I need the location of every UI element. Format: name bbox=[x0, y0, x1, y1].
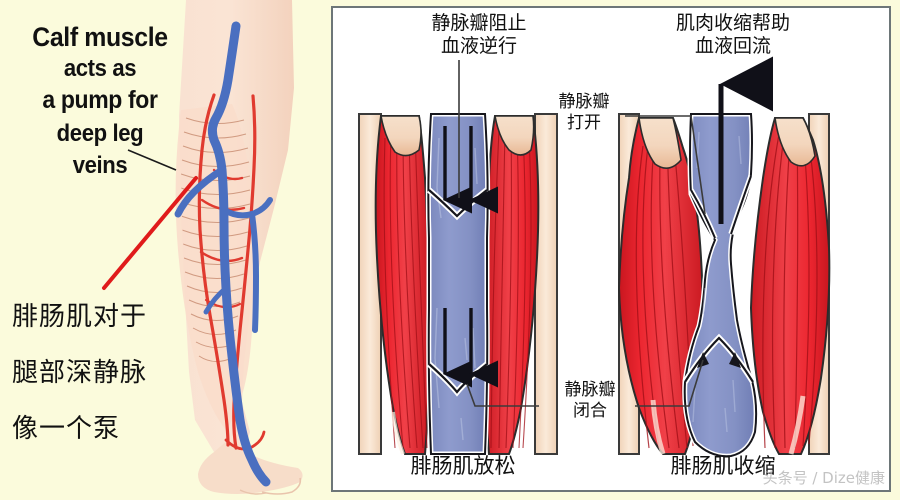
left-illustration-panel: Calf muscle acts as a pump for deep leg … bbox=[0, 0, 330, 500]
title-en-line-1: Calf muscle bbox=[32, 22, 168, 52]
heading-left-line-1: 静脉瓣阻止 bbox=[431, 12, 527, 34]
relaxed-flow-arrows-lower bbox=[442, 308, 499, 388]
annotation-valve-closed-line-1: 静脉瓣 bbox=[564, 380, 616, 400]
relaxed-state-figure bbox=[358, 111, 558, 457]
deep-vein-network bbox=[174, 21, 273, 487]
relaxed-muscle-left bbox=[374, 115, 431, 455]
contracted-upper-valve bbox=[688, 175, 754, 240]
title-en-line-2: acts as bbox=[63, 55, 137, 82]
annotation-valve-closed-line-2: 闭合 bbox=[573, 401, 607, 421]
caption-contracted: 腓肠肌收缩 bbox=[670, 454, 776, 478]
title-en-line-5: veins bbox=[72, 152, 128, 179]
contracted-muscle-right bbox=[749, 117, 831, 455]
contracted-lower-valve bbox=[682, 333, 756, 384]
chinese-caption-pointer bbox=[102, 176, 198, 290]
title-en-line-4: deep leg bbox=[56, 120, 144, 147]
contracted-state-figure bbox=[617, 56, 831, 459]
relaxed-flow-arrows-upper bbox=[442, 126, 499, 214]
leg-anatomy-illustration bbox=[102, 0, 303, 495]
heading-right-line-1: 肌肉收缩帮助 bbox=[675, 12, 790, 34]
title-cn-line-1: 腓肠肌对于 bbox=[12, 302, 148, 332]
muscle-pump-diagram-panel: 静脉瓣阻止 血液逆行 肌肉收缩帮助 血液回流 静脉瓣 打开 静脉瓣 闭合 腓肠肌… bbox=[331, 6, 891, 492]
annotation-valve-closed: 静脉瓣 闭合 bbox=[545, 380, 635, 422]
heading-left: 静脉瓣阻止 血液逆行 bbox=[379, 12, 579, 58]
heading-right-line-2: 血液回流 bbox=[694, 35, 771, 57]
title-cn-line-3: 像一个泵 bbox=[12, 414, 121, 444]
annotation-valve-open: 静脉瓣 打开 bbox=[539, 92, 629, 134]
heading-left-line-2: 血液逆行 bbox=[440, 35, 517, 57]
annotation-valve-open-line-2: 打开 bbox=[567, 113, 601, 133]
title-en-line-3: a pump for bbox=[42, 86, 158, 114]
caption-relaxed: 腓肠肌放松 bbox=[410, 454, 516, 478]
annotation-valve-open-line-1: 静脉瓣 bbox=[558, 92, 610, 112]
annotation-leader-lines bbox=[458, 60, 706, 407]
watermark: 头条号 / Dize健康 bbox=[762, 469, 885, 487]
title-cn-line-2: 腿部深静脉 bbox=[12, 358, 148, 388]
heading-right: 肌肉收缩帮助 血液回流 bbox=[633, 12, 833, 58]
deep-vein-leader-line bbox=[127, 149, 177, 171]
muscle-pump-svg bbox=[358, 56, 831, 459]
